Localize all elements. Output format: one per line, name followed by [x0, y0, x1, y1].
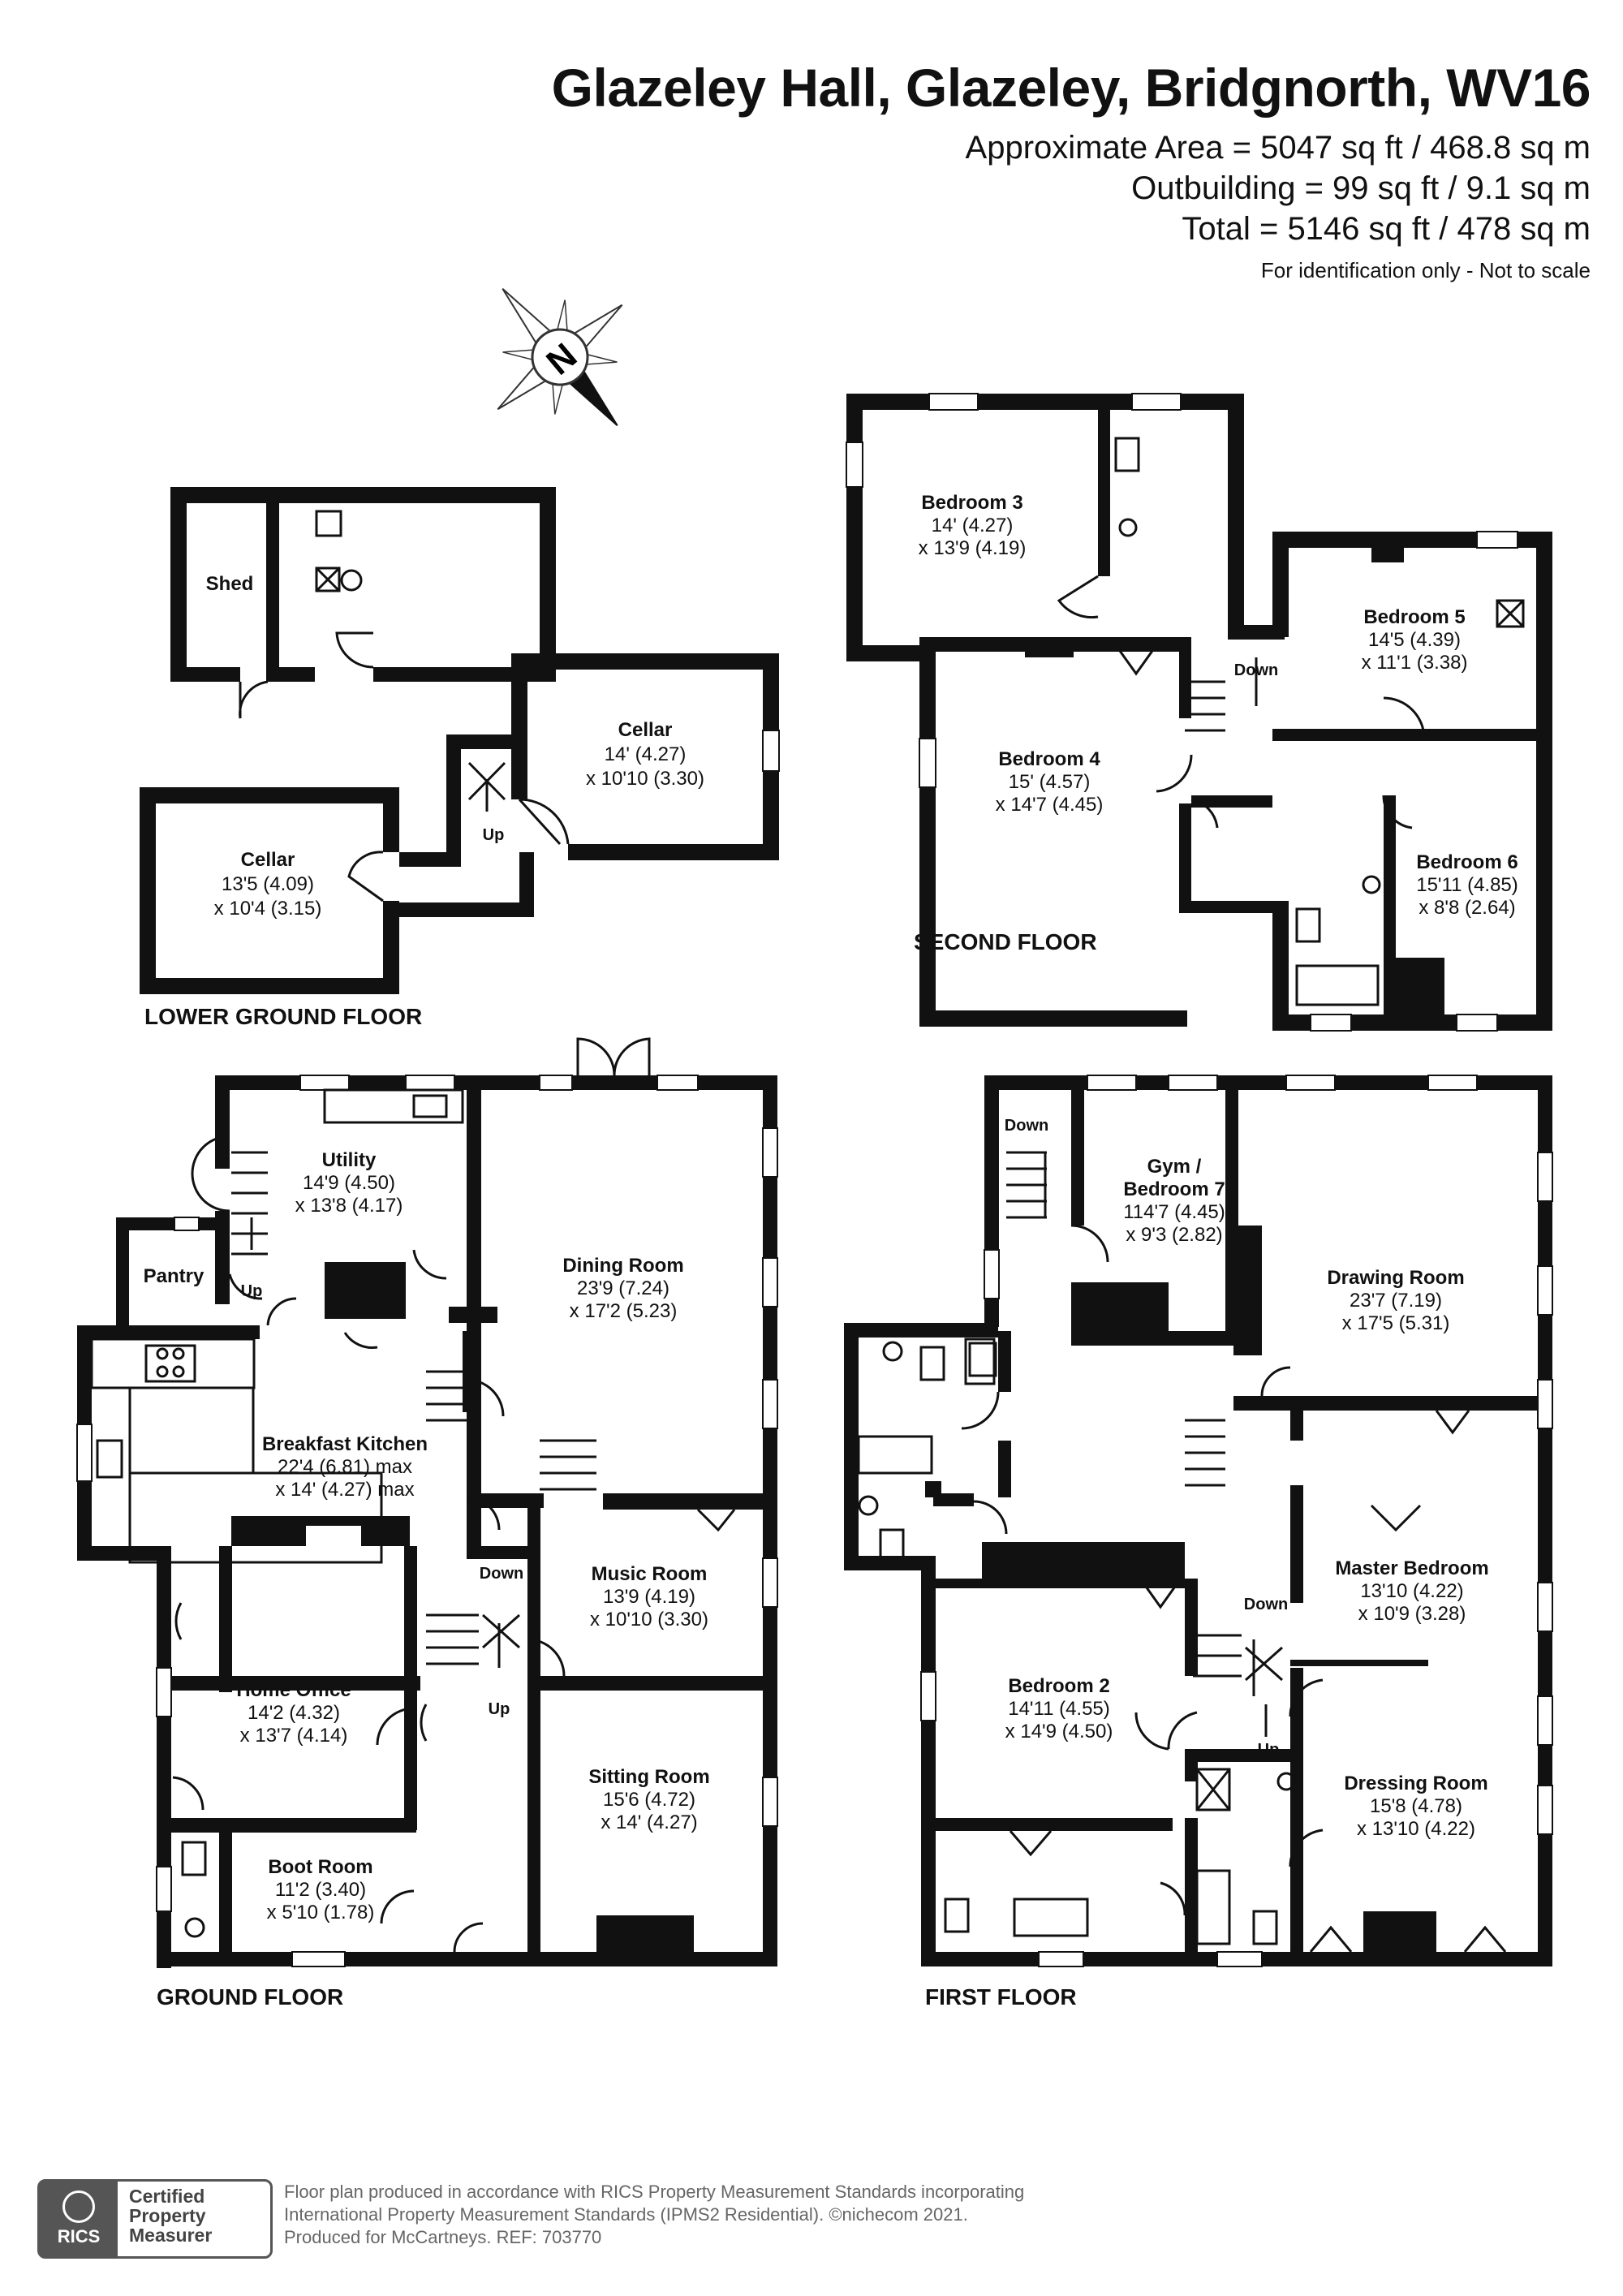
bed2-dim1: 14'11 (4.55) [1008, 1698, 1110, 1720]
area-main: Approximate Area = 5047 sq ft / 468.8 sq… [965, 130, 1591, 166]
cellar2-dim2: x 10'10 (3.30) [586, 768, 704, 790]
master-dim2: x 10'9 (3.28) [1358, 1603, 1466, 1625]
kitchen-dim2: x 14' (4.27) max [275, 1479, 414, 1501]
boot-dim2: x 5'10 (1.78) [267, 1902, 375, 1923]
area-outbuilding: Outbuilding = 99 sq ft / 9.1 sq m [1131, 170, 1591, 206]
kitchen-dim1: 22'4 (6.81) max [278, 1456, 412, 1478]
dining-name: Dining Room [562, 1255, 683, 1277]
floor-label-lower-ground: LOWER GROUND FLOOR [144, 1004, 422, 1029]
bed6-dim1: 15'11 (4.85) [1416, 874, 1518, 896]
bed5-dim1: 14'5 (4.39) [1368, 629, 1461, 651]
bed3-dim1: 14' (4.27) [932, 515, 1014, 536]
utility-name: Utility [322, 1149, 377, 1171]
sf-down-label: Down [1234, 661, 1278, 679]
cellar1-name: Cellar [241, 849, 295, 871]
gym-name-2: Bedroom 7 [1123, 1178, 1225, 1200]
dining-dim2: x 17'2 (5.23) [570, 1300, 678, 1322]
music-name: Music Room [592, 1563, 708, 1585]
lower-ground-floor [140, 653, 780, 994]
kitchen-name: Breakfast Kitchen [262, 1433, 428, 1455]
badge-line-3: Measurer [129, 2225, 213, 2246]
area-total: Total = 5146 sq ft / 478 sq m [1182, 211, 1591, 247]
page-title: Glazeley Hall, Glazeley, Bridgnorth, WV1… [551, 58, 1591, 118]
utility-dim1: 14'9 (4.50) [303, 1172, 395, 1194]
compass-icon [497, 287, 623, 427]
music-dim2: x 10'10 (3.30) [590, 1609, 708, 1630]
badge-line-1: Certified [129, 2186, 205, 2207]
rics-badge: RICS Certified Property Measurer [37, 2179, 273, 2259]
bed4-name: Bedroom 4 [998, 748, 1100, 770]
master-dim1: 13'10 (4.22) [1360, 1580, 1463, 1602]
gym-dim1: 114'7 (4.45) [1123, 1201, 1225, 1223]
bed5-name: Bedroom 5 [1363, 606, 1465, 628]
footer-line-2: International Property Measurement Stand… [284, 2204, 968, 2225]
ff-down-label-2: Down [1244, 1596, 1288, 1613]
floor-label-ground: GROUND FLOOR [157, 1984, 343, 2010]
first-floor [844, 1075, 1553, 1967]
bed6-dim2: x 8'8 (2.64) [1419, 897, 1515, 919]
sitting-dim2: x 14' (4.27) [601, 1811, 697, 1833]
boot-name: Boot Room [268, 1856, 372, 1878]
gym-dim2: x 9'3 (2.82) [1126, 1224, 1222, 1246]
scale-note: For identification only - Not to scale [1260, 258, 1591, 282]
sitting-dim1: 15'6 (4.72) [603, 1789, 695, 1811]
pantry-name: Pantry [144, 1265, 204, 1287]
drawing-dim2: x 17'5 (5.31) [1342, 1312, 1450, 1334]
bed6-name: Bedroom 6 [1416, 851, 1518, 873]
utility-dim2: x 13'8 (4.17) [295, 1195, 403, 1217]
bed4-dim2: x 14'7 (4.45) [996, 794, 1104, 816]
bed3-dim2: x 13'9 (4.19) [919, 537, 1027, 559]
gf-up-label-1: Up [241, 1282, 263, 1300]
bed2-name: Bedroom 2 [1008, 1675, 1109, 1697]
ground-floor [76, 1037, 778, 1968]
lg-up-label: Up [483, 826, 505, 844]
rics-logo: RICS [40, 2182, 118, 2256]
floor-label-second: SECOND FLOOR [914, 929, 1097, 954]
gym-name-1: Gym / [1147, 1156, 1202, 1178]
shed-label: Shed [206, 573, 254, 595]
footer-line-1: Floor plan produced in accordance with R… [284, 2182, 1025, 2202]
dressing-name: Dressing Room [1344, 1773, 1487, 1794]
dressing-dim1: 15'8 (4.78) [1370, 1795, 1462, 1817]
cellar1-dim1: 13'5 (4.09) [222, 873, 314, 895]
footer-line-3: Produced for McCartneys. REF: 703770 [284, 2227, 602, 2247]
cellar2-dim1: 14' (4.27) [605, 743, 687, 765]
badge-line-2: Property [129, 2205, 206, 2226]
outbuilding [170, 487, 556, 719]
dining-dim1: 23'9 (7.24) [577, 1277, 669, 1299]
master-name: Master Bedroom [1335, 1557, 1488, 1579]
gf-down-label: Down [480, 1565, 523, 1583]
floor-label-first: FIRST FLOOR [925, 1984, 1077, 2010]
music-dim1: 13'9 (4.19) [603, 1586, 695, 1608]
ff-down-label-1: Down [1005, 1117, 1048, 1135]
office-name: Home Office [236, 1679, 351, 1701]
rics-badge-text: Certified Property Measurer [118, 2182, 270, 2256]
dressing-dim2: x 13'10 (4.22) [1357, 1818, 1475, 1840]
office-dim1: 14'2 (4.32) [248, 1702, 340, 1724]
sitting-name: Sitting Room [588, 1766, 709, 1788]
gf-up-label-2: Up [489, 1700, 510, 1718]
cellar1-dim2: x 10'4 (3.15) [214, 898, 322, 920]
cellar2-name: Cellar [618, 719, 673, 741]
rics-word: RICS [57, 2226, 101, 2246]
ff-up-label: Up [1258, 1741, 1280, 1759]
boot-dim1: 11'2 (3.40) [275, 1879, 366, 1901]
bed2-dim2: x 14'9 (4.50) [1005, 1721, 1113, 1742]
drawing-name: Drawing Room [1327, 1267, 1464, 1289]
drawing-dim1: 23'7 (7.19) [1350, 1290, 1442, 1312]
second-floor [846, 393, 1552, 1032]
rics-seal-icon [62, 2190, 95, 2223]
bed3-name: Bedroom 3 [921, 492, 1022, 514]
bed4-dim1: 15' (4.57) [1009, 771, 1091, 793]
office-dim2: x 13'7 (4.14) [240, 1725, 348, 1747]
bed5-dim2: x 11'1 (3.38) [1362, 652, 1468, 674]
